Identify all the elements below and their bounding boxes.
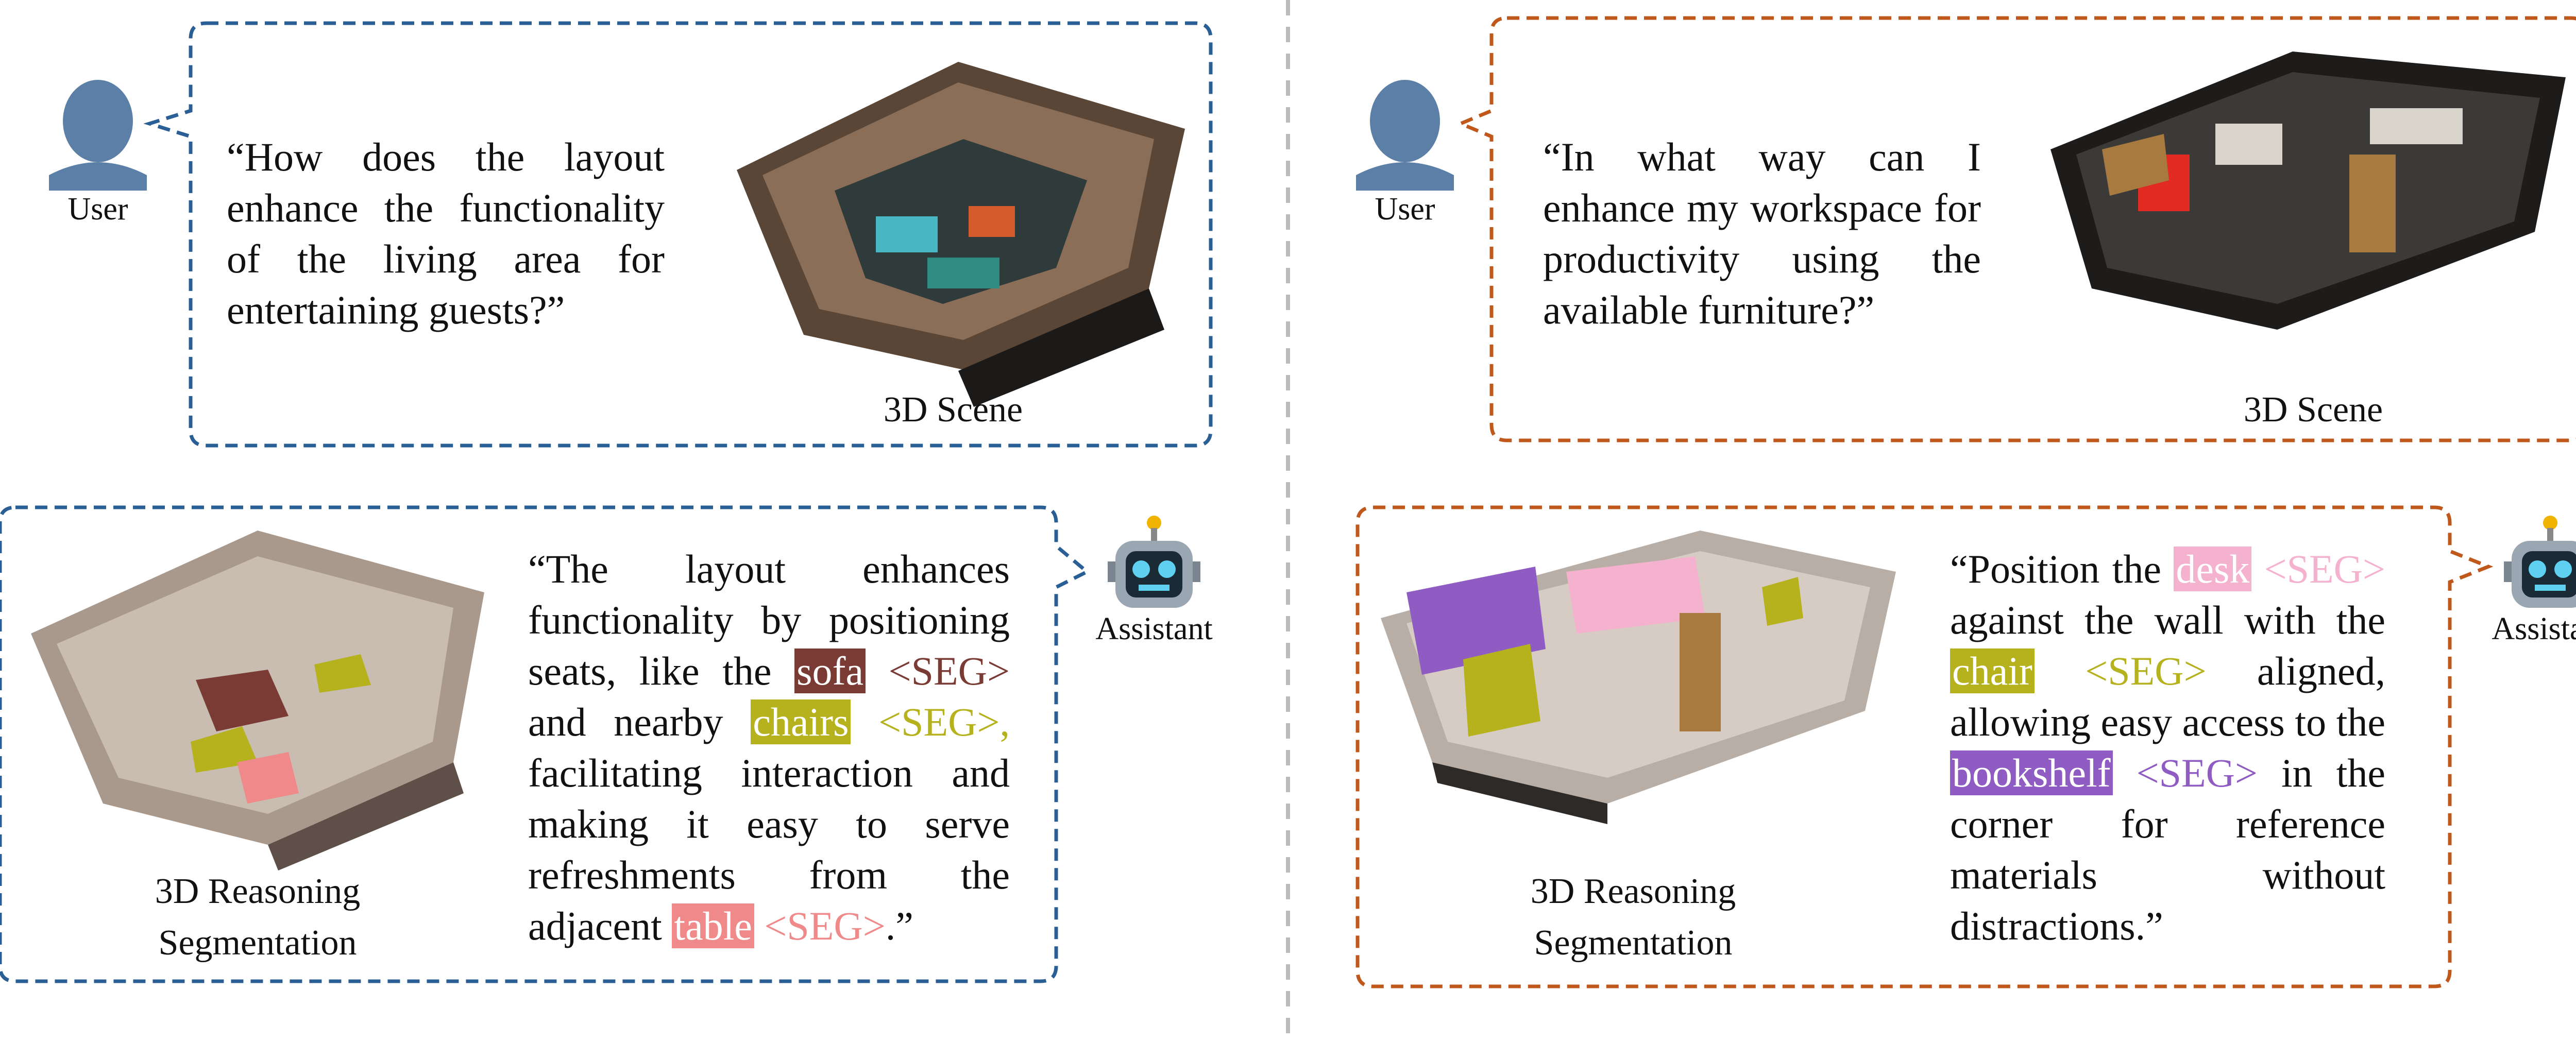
segmentation-image: [31, 531, 484, 871]
segmentation-label: 3D Reasoning: [155, 872, 361, 911]
seg-token: <SEG>,: [851, 699, 1010, 744]
sofa-highlight: sofa: [794, 649, 866, 693]
seg-token: <SEG>: [2112, 750, 2258, 795]
robot-icon: [1108, 516, 1200, 608]
seg-token: <SEG>: [2034, 649, 2207, 693]
segmentation-label: Segmentation: [158, 923, 357, 963]
bookshelf-highlight: bookshelf: [1950, 750, 2113, 795]
user-label: User: [1375, 192, 1435, 227]
question-text: “How does the layout enhance the functio…: [227, 134, 665, 332]
question-bubble: [1455, 16, 2576, 442]
seg-token: <SEG>: [754, 903, 886, 948]
robot-icon: [2504, 516, 2576, 608]
scene-image: [737, 62, 1185, 407]
user-icon: [49, 80, 147, 191]
chair-highlight: chair: [1950, 649, 2035, 693]
segmentation-image: [1381, 531, 1896, 824]
seg-token: <SEG>: [2251, 547, 2385, 591]
question-bubble: [143, 21, 1213, 448]
scene-label: 3D Scene: [2243, 390, 2383, 430]
answer-text: “The layout enhances functionality by po…: [528, 547, 1010, 948]
assistant-label: Assistant: [1095, 611, 1213, 646]
segmentation-label: Segmentation: [1534, 923, 1733, 963]
user-label: User: [67, 192, 128, 227]
question-text: “In what way can I enhance my workspace …: [1543, 134, 1981, 332]
desk-highlight: desk: [2174, 547, 2252, 591]
answer-bubble: [1355, 505, 2494, 988]
chairs-highlight: chairs: [751, 699, 851, 744]
seg-token: <SEG>: [866, 649, 1010, 693]
table-highlight: table: [672, 903, 754, 948]
assistant-label: Assistant: [2492, 611, 2576, 646]
user-icon: [1356, 80, 1454, 191]
scene-image: [2050, 52, 2566, 330]
answer-text: “Position the desk <SEG> against the wal…: [1950, 547, 2385, 948]
answer-bubble: [0, 505, 1091, 983]
segmentation-label: 3D Reasoning: [1530, 872, 1736, 911]
scene-label: 3D Scene: [883, 390, 1023, 430]
